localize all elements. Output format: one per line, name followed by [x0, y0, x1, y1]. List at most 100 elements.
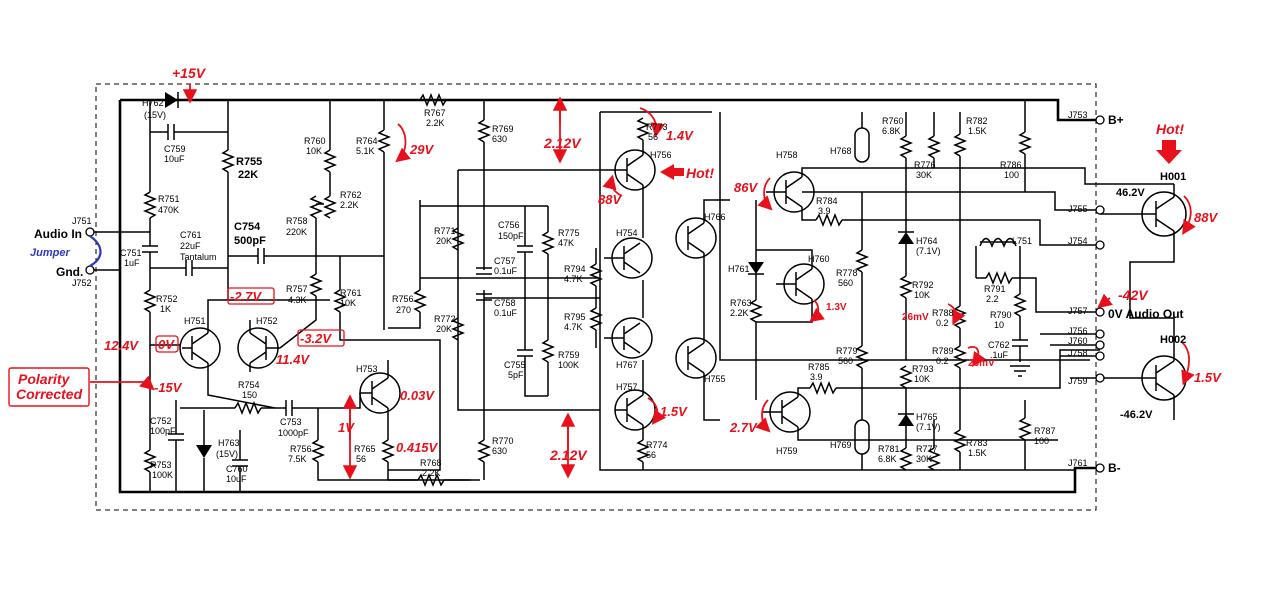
svg-text:20K: 20K [436, 324, 452, 334]
svg-text:560: 560 [838, 278, 853, 288]
svg-text:100K: 100K [558, 360, 579, 370]
svg-text:R757: R757 [286, 284, 308, 294]
svg-text:30K: 30K [916, 454, 932, 464]
svg-text:R765: R765 [354, 444, 376, 454]
svg-text:R792: R792 [912, 280, 934, 290]
svg-text:1.5K: 1.5K [968, 448, 987, 458]
svg-text:R784: R784 [816, 196, 838, 206]
svg-text:R756: R756 [290, 444, 312, 454]
svg-text:5pF: 5pF [508, 370, 524, 380]
jumper-label: Jumper [30, 247, 70, 259]
svg-text:0.1uF: 0.1uF [494, 266, 518, 276]
svg-text:R771: R771 [434, 226, 456, 236]
svg-text:1V: 1V [338, 420, 355, 435]
svg-text:H756: H756 [650, 150, 672, 160]
svg-text:1.4V: 1.4V [666, 128, 694, 143]
svg-text:L751: L751 [1012, 236, 1032, 246]
svg-text:H762: H762 [142, 98, 164, 108]
svg-text:1.3V: 1.3V [826, 302, 847, 313]
svg-text:J754: J754 [1068, 236, 1088, 246]
svg-text:(15V): (15V) [144, 110, 166, 120]
svg-text:10K: 10K [340, 298, 356, 308]
svg-text:0V: 0V [158, 337, 175, 352]
svg-text:0.2: 0.2 [936, 318, 949, 328]
svg-text:2.2: 2.2 [986, 294, 999, 304]
svg-text:10uF: 10uF [164, 154, 185, 164]
svg-text:J756: J756 [1068, 326, 1088, 336]
h766-transistor [675, 217, 717, 259]
svg-text:R763: R763 [730, 298, 752, 308]
svg-text:100: 100 [1004, 170, 1019, 180]
svg-text:R756: R756 [392, 294, 414, 304]
j751-label: J751 [72, 216, 92, 226]
svg-text:C762: C762 [988, 340, 1010, 350]
svg-text:R775: R775 [558, 228, 580, 238]
svg-text:C751: C751 [120, 248, 142, 258]
svg-text:C756: C756 [498, 220, 520, 230]
svg-text:1K: 1K [160, 304, 171, 314]
svg-text:H760: H760 [808, 254, 830, 264]
svg-text:R793: R793 [912, 364, 934, 374]
svg-text:10uF: 10uF [226, 474, 247, 484]
svg-text:H751: H751 [184, 316, 206, 326]
svg-text:Hot!: Hot! [686, 165, 714, 181]
svg-text:20K: 20K [436, 236, 452, 246]
svg-text:C753: C753 [280, 417, 302, 427]
svg-text:R783: R783 [966, 438, 988, 448]
svg-text:J755: J755 [1068, 204, 1088, 214]
svg-text:1.5V: 1.5V [660, 404, 688, 419]
svg-text:R788: R788 [932, 308, 954, 318]
svg-text:270: 270 [396, 305, 411, 315]
svg-text:4.7K: 4.7K [564, 322, 583, 332]
svg-text:30K: 30K [916, 170, 932, 180]
svg-text:C760: C760 [226, 464, 248, 474]
driver-section [180, 92, 1174, 492]
svg-text:-15V: -15V [154, 380, 183, 395]
svg-text:46.2V: 46.2V [1116, 187, 1145, 199]
svg-text:(15V): (15V) [216, 449, 238, 459]
svg-text:J753: J753 [1068, 110, 1088, 120]
h757-transistor [614, 385, 656, 440]
svg-text:R791: R791 [984, 284, 1006, 294]
svg-text:R754: R754 [238, 380, 260, 390]
svg-text:C761: C761 [180, 230, 202, 240]
svg-text:R760: R760 [304, 136, 326, 146]
svg-text:470K: 470K [158, 205, 179, 215]
board-outline [95, 83, 1097, 511]
svg-text:H754: H754 [616, 228, 638, 238]
svg-text:R776: R776 [914, 160, 936, 170]
svg-text:R751: R751 [158, 194, 180, 204]
svg-text:0.1uF: 0.1uF [494, 308, 518, 318]
svg-text:R760: R760 [882, 116, 904, 126]
audio-in-label: Audio In [34, 227, 82, 241]
svg-text:2.12V: 2.12V [549, 447, 588, 463]
rails [118, 98, 1100, 494]
svg-text:R774: R774 [646, 440, 668, 450]
h751-transistor [179, 320, 221, 372]
h001-transistor [1100, 184, 1187, 244]
svg-text:C752: C752 [150, 416, 172, 426]
svg-text:2.12V: 2.12V [543, 135, 582, 151]
svg-text:J757: J757 [1068, 306, 1088, 316]
svg-text:2.2K: 2.2K [730, 308, 749, 318]
svg-text:22K: 22K [238, 169, 258, 181]
polarity-line1: Polarity [18, 371, 71, 387]
svg-text:1.5K: 1.5K [968, 126, 987, 136]
svg-text:2.7V: 2.7V [729, 420, 758, 435]
svg-text:R794: R794 [564, 264, 586, 274]
h760-transistor [776, 263, 825, 305]
h754-transistor [604, 237, 653, 279]
svg-text:86V: 86V [734, 180, 758, 195]
svg-text:R772: R772 [434, 314, 456, 324]
svg-text:26mV: 26mV [902, 312, 929, 323]
h767-transistor [604, 317, 653, 359]
svg-text:C755: C755 [504, 360, 526, 370]
polarity-line2: Corrected [16, 386, 83, 402]
svg-text:Hot!: Hot! [1156, 121, 1184, 137]
svg-text:88V: 88V [1194, 210, 1218, 225]
j752-label: J752 [72, 278, 92, 288]
svg-text:R752: R752 [156, 294, 178, 304]
svg-text:R785: R785 [808, 362, 830, 372]
svg-text:R770: R770 [492, 436, 514, 446]
